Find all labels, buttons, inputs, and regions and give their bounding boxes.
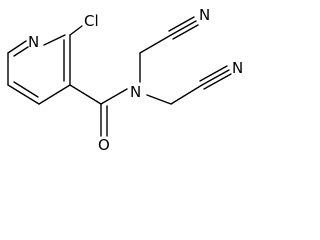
oxygen-label: O bbox=[98, 136, 110, 154]
chemical-structure: N Cl O N N N bbox=[7, 6, 243, 154]
bond-n-ch2-lower bbox=[146, 94, 172, 105]
amide-nitrogen-label: N bbox=[130, 83, 141, 101]
triple-bond-lower bbox=[199, 65, 232, 90]
bond-c6-n1 bbox=[7, 40, 27, 54]
bond-c3-c4 bbox=[38, 84, 71, 105]
chlorine-label: Cl bbox=[84, 12, 99, 30]
triple-bond-upper bbox=[168, 16, 199, 40]
bond-c4-c5 bbox=[7, 84, 40, 105]
pyridine-ring bbox=[7, 34, 71, 105]
bond-c6-n1-inner bbox=[13, 46, 29, 57]
bond-c2-cl bbox=[69, 25, 83, 36]
bond-carbonyl-n bbox=[100, 88, 128, 105]
bond-c3-carbonyl bbox=[69, 84, 102, 105]
bond-ch2-cn-lower bbox=[170, 84, 203, 105]
bond-n1-c2 bbox=[43, 34, 66, 46]
nitrile-nitrogen-bottom-label: N bbox=[232, 59, 243, 77]
nitrile-nitrogen-top-label: N bbox=[199, 6, 210, 24]
ring-nitrogen-label: N bbox=[28, 33, 39, 51]
bond-c4-c5-inner bbox=[13, 81, 39, 98]
bond-ch2-cn-upper bbox=[139, 34, 172, 54]
